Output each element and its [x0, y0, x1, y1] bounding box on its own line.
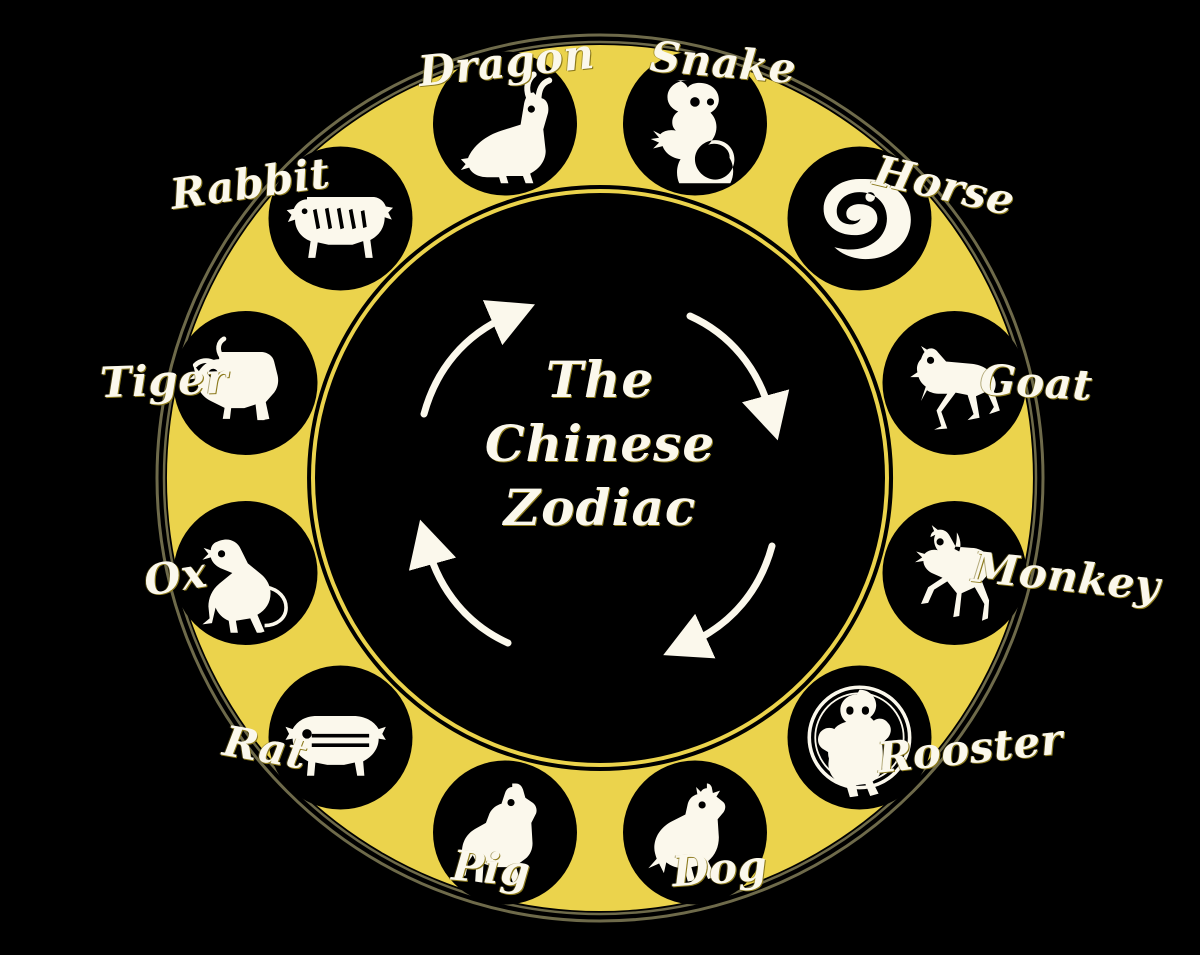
- medallion-pig[interactable]: [268, 665, 413, 810]
- medallion-tiger[interactable]: [268, 146, 413, 291]
- arrow-top-left: [420, 300, 535, 418]
- outer-outline-ring-1: [155, 33, 1045, 923]
- medallion-snake[interactable]: [787, 146, 932, 291]
- inner-hub-disc: [317, 195, 883, 761]
- zodiac-label-snake[interactable]: Snake: [648, 31, 799, 94]
- medallion-dog[interactable]: [433, 760, 577, 905]
- animal-medallion-group: [173, 51, 1027, 905]
- medallion-dragon[interactable]: [623, 51, 767, 199]
- inner-highlight-ring: [311, 189, 889, 767]
- medallion-horse[interactable]: [882, 311, 1027, 455]
- zodiac-label-tiger[interactable]: Tiger: [99, 353, 229, 408]
- arrow-bottom-left: [408, 519, 512, 647]
- zodiac-label-pig[interactable]: Pig: [450, 840, 533, 897]
- arrow-top-right: [686, 312, 790, 441]
- medallion-monkey[interactable]: [787, 665, 932, 810]
- zodiac-label-ox[interactable]: Ox: [140, 547, 211, 606]
- medallion-goat[interactable]: [882, 501, 1027, 645]
- arrow-bottom-right: [663, 542, 776, 659]
- rotation-arrow-group: [408, 300, 790, 659]
- medallion-rat[interactable]: [173, 501, 318, 645]
- zodiac-label-goat[interactable]: Goat: [978, 355, 1094, 410]
- medallion-rooster[interactable]: [623, 760, 767, 905]
- zodiac-label-dog[interactable]: Dog: [670, 840, 769, 897]
- outer-outline-ring-2: [162, 40, 1038, 916]
- medallion-ox[interactable]: [173, 311, 318, 455]
- medallion-rabbit[interactable]: [433, 51, 577, 196]
